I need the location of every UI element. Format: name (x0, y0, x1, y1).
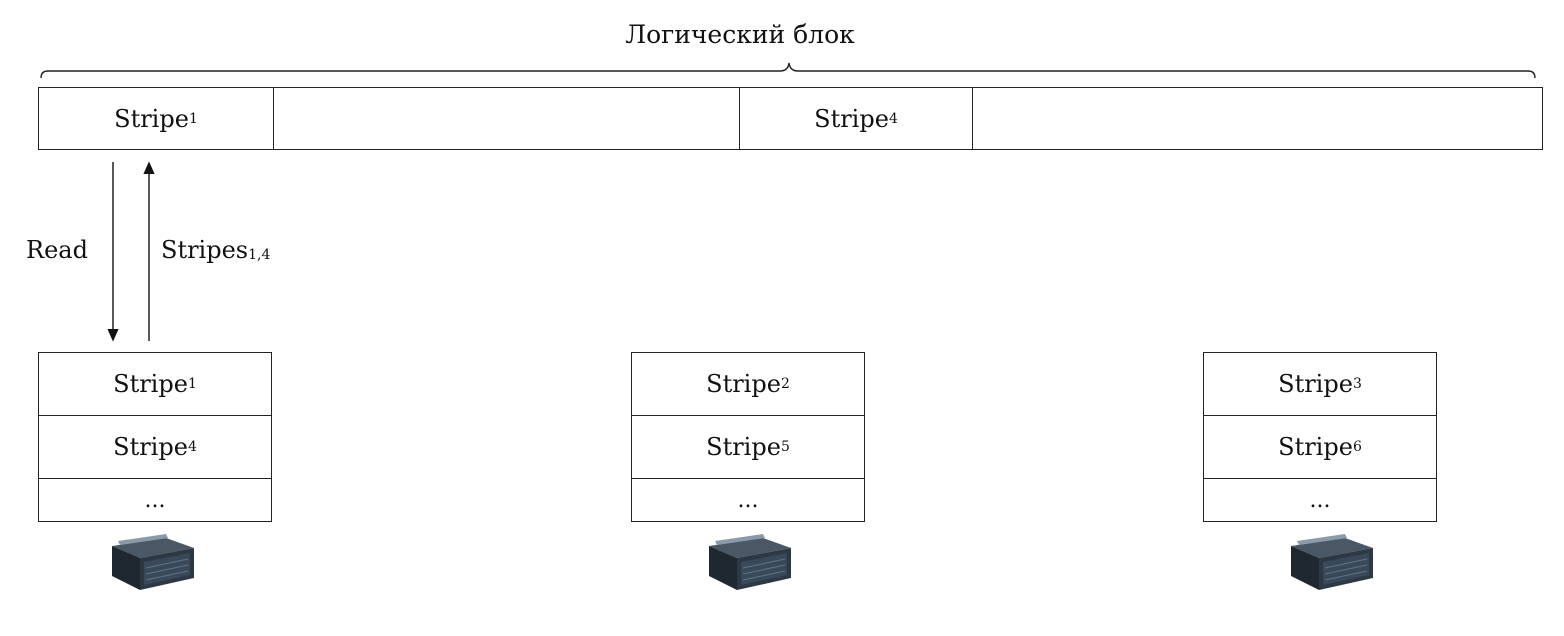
diagram-title: Логический блок (625, 20, 855, 49)
slot-subscript: 1 (187, 376, 197, 392)
logical-cell-empty (273, 88, 739, 149)
slot-label: Stripe (113, 370, 188, 398)
cell-label: Stripe (814, 104, 889, 133)
server-icon (709, 534, 791, 590)
server-icon (112, 534, 194, 590)
cell-label: Stripe (114, 104, 189, 133)
slot-subscript: 6 (1352, 439, 1362, 455)
slot-subscript: 5 (780, 439, 790, 455)
slot-subscript: 4 (187, 439, 197, 455)
reply-label-base: Stripes (161, 236, 249, 264)
slot-label: Stripe (1278, 370, 1353, 398)
logical-cell-empty (972, 88, 1544, 149)
reply-label-subscript: 1,4 (248, 247, 271, 263)
slot-subscript: 3 (1352, 376, 1362, 392)
slot-label: Stripe (706, 433, 781, 461)
slot-label: Stripe (113, 433, 188, 461)
stripes-reply-label: Stripes1,4 (161, 236, 270, 264)
cell-subscript: 4 (888, 110, 898, 127)
node-more: ... (1309, 487, 1331, 513)
slot-subscript: 2 (780, 376, 790, 392)
node-more: ... (144, 487, 166, 513)
node-more: ... (737, 487, 759, 513)
request-arrows (107, 161, 155, 342)
slot-label: Stripe (706, 370, 781, 398)
slot-label: Stripe (1278, 433, 1353, 461)
read-label: Read (26, 236, 88, 264)
server-icon (1291, 534, 1373, 590)
curly-brace (40, 62, 1536, 79)
cell-subscript: 1 (188, 110, 198, 127)
